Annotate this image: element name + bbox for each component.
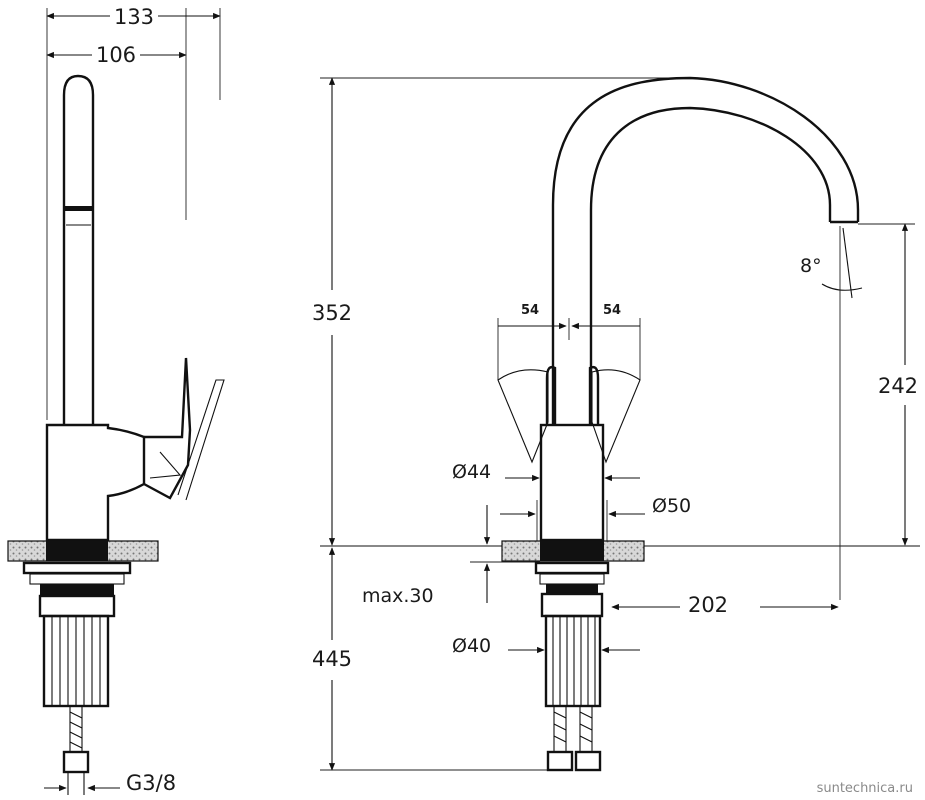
dim-spout-reach: 202 <box>688 593 728 617</box>
dim-hole-diameter: Ø40 <box>452 635 491 657</box>
dim-width-body: 106 <box>96 43 136 67</box>
front-lever-handle <box>545 365 557 425</box>
dim-width-total: 133 <box>114 5 154 29</box>
dim-spout-height: 242 <box>878 374 918 398</box>
gooseneck-spout <box>551 76 860 425</box>
front-fixing-nut <box>540 592 604 618</box>
dim-body-diameter: Ø44 <box>452 461 491 483</box>
dim-angle: 8° <box>800 255 822 277</box>
dim-handle-left: 54 <box>521 303 539 318</box>
front-view: 352 445 8° 54 54 Ø44 <box>312 76 920 772</box>
mixer-body <box>45 423 146 542</box>
dim-below-deck: 445 <box>312 647 352 671</box>
side-view: 133 106 <box>7 5 225 795</box>
dim-total-height: 352 <box>312 301 352 325</box>
front-mounting-shank <box>540 541 604 561</box>
dim-base-diameter: Ø50 <box>652 495 691 517</box>
handle-swing-right <box>591 369 641 464</box>
threaded-stud <box>42 614 110 708</box>
watermark: suntechnica.ru <box>816 781 913 796</box>
fixing-nut <box>38 594 116 618</box>
lever-handle-open <box>177 379 225 501</box>
front-mixer-body <box>539 423 605 542</box>
dim-deck-thickness: max.30 <box>362 585 434 607</box>
aerator-band <box>64 206 93 211</box>
front-threaded-stud <box>544 614 602 708</box>
dim-handle-right: 54 <box>603 303 621 318</box>
spout-tube <box>62 74 95 425</box>
lever-handle <box>143 357 192 500</box>
mounting-shank <box>46 541 108 561</box>
flexible-hose <box>62 706 90 795</box>
front-flexible-hoses <box>546 706 602 772</box>
dim-connection: G3/8 <box>126 771 176 795</box>
